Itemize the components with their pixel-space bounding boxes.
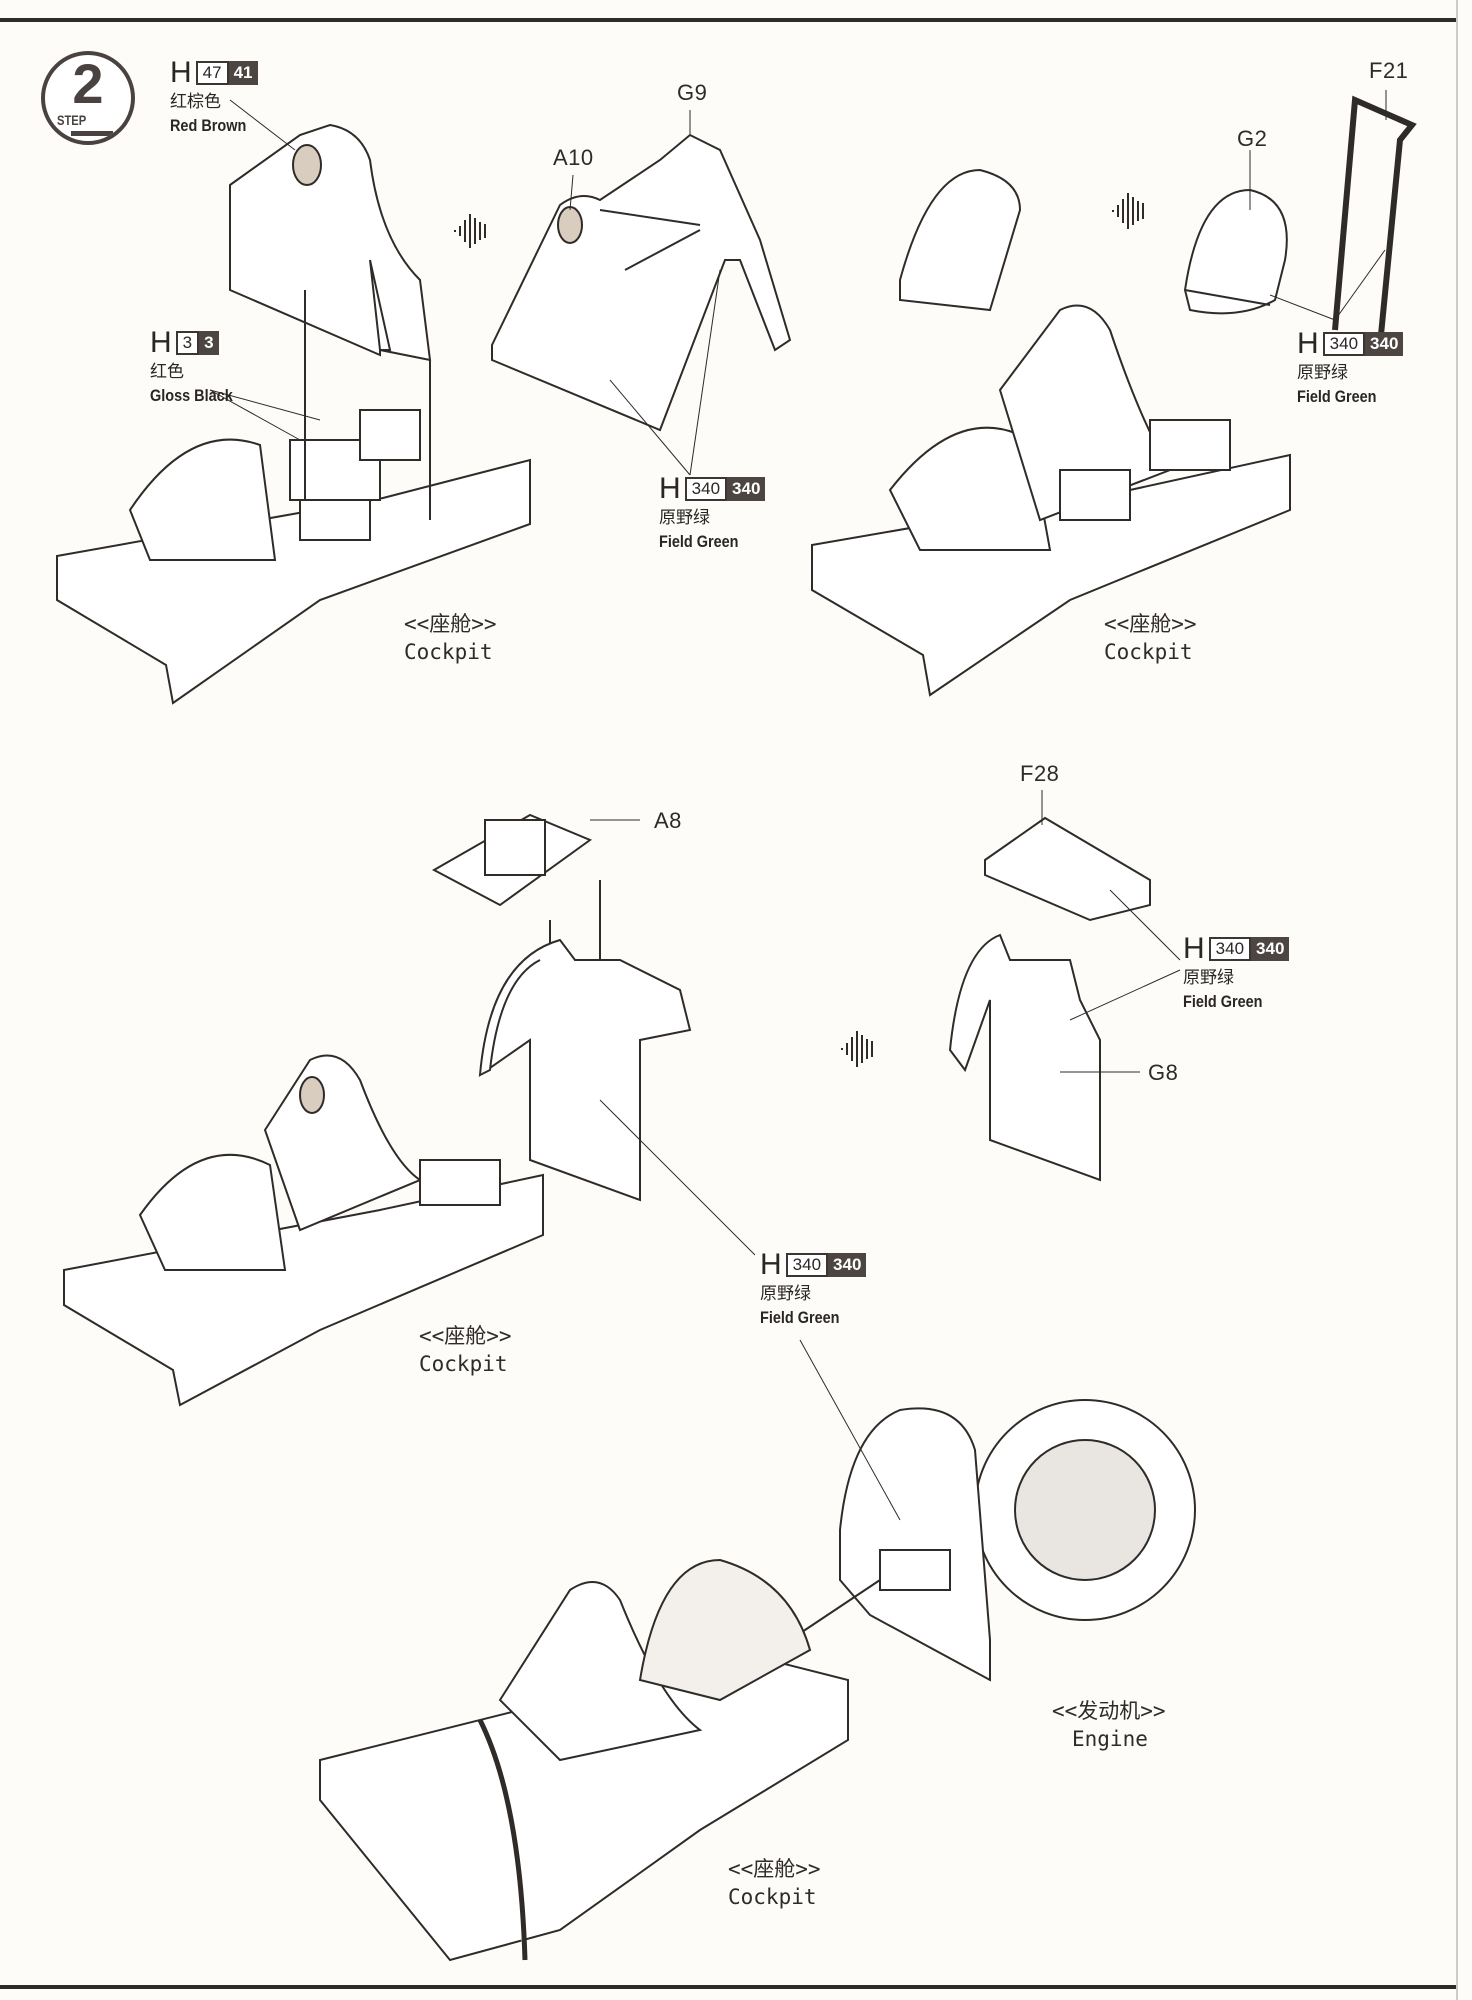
paint-code-2: 340 (727, 477, 766, 501)
paint-brand: H (760, 1248, 782, 1281)
step-number: 2 (72, 52, 104, 115)
paint-name-en: Red Brown (170, 116, 247, 135)
caption-cockpit: <<座舱>> Cockpit (419, 1322, 512, 1378)
frame-f21-drawing (1332, 95, 1417, 346)
direction-arrow-icon (841, 1031, 873, 1067)
cockpit-tub-drawing-3 (63, 1054, 544, 1407)
paint-name-cn: 红棕色 (170, 92, 221, 111)
bulkhead-drawing-2 (478, 938, 692, 1202)
caption-cn: <<座舱>> (404, 612, 497, 636)
seat-g2-drawing (1183, 188, 1288, 315)
g8-bulkhead-drawing (948, 933, 1101, 1182)
cockpit-tub-drawing-1 (56, 290, 531, 705)
engine-drawing (789, 1399, 1196, 1682)
caption-en: Cockpit (419, 1352, 508, 1376)
part-label-g8: G8 (1148, 1060, 1179, 1085)
step-badge: 2 STEP (41, 51, 135, 145)
paint-name-cn: 原野绿 (760, 1284, 811, 1303)
part-label-f28: F28 (1020, 761, 1060, 786)
part-label-f21: F21 (1369, 58, 1409, 83)
caption-engine: <<发动机>> Engine (1052, 1697, 1166, 1753)
paint-code-1: 340 (1322, 332, 1366, 356)
paint-brand: H (170, 56, 192, 89)
caption-en: Cockpit (728, 1885, 817, 1909)
paint-name-en: Field Green (1183, 992, 1263, 1011)
caption-cn: <<座舱>> (419, 1324, 512, 1348)
f28-part-drawing (984, 816, 1151, 922)
step-label: STEP (57, 112, 87, 128)
seat-drawing-installed (899, 168, 1022, 312)
paint-code-1: 3 (175, 331, 200, 355)
caption-cockpit: <<座舱>> Cockpit (1104, 610, 1197, 666)
paint-brand: H (1183, 932, 1205, 965)
leader-lines (209, 90, 1387, 1521)
direction-arrow-icon (454, 214, 486, 248)
caption-cn: <<发动机>> (1052, 1699, 1166, 1723)
paint-code-2: 340 (828, 1253, 867, 1277)
paint-code-2: 340 (1365, 332, 1404, 356)
caption-cockpit: <<座舱>> Cockpit (404, 610, 497, 666)
caption-en: Cockpit (1104, 640, 1193, 664)
paint-code-1: 340 (785, 1253, 829, 1277)
cockpit-tub-drawing-2 (811, 304, 1291, 697)
bulkhead-drawing (229, 123, 432, 362)
paint-brand: H (150, 326, 172, 359)
paint-code-2: 3 (199, 331, 219, 355)
direction-arrow-icon (1112, 193, 1144, 229)
a10-g9-bulkhead-drawing (491, 133, 792, 432)
caption-cockpit: <<座舱>> Cockpit (728, 1855, 821, 1911)
final-assembly-drawing (319, 1558, 849, 1962)
a8-part-drawing (431, 813, 601, 1060)
paint-name-cn: 红色 (150, 362, 184, 381)
caption-cn: <<座舱>> (728, 1857, 821, 1881)
caption-en: Cockpit (404, 640, 493, 664)
paint-name-cn: 原野绿 (1297, 363, 1348, 382)
step-underline (71, 131, 113, 136)
paint-code-2: 340 (1251, 937, 1290, 961)
paint-code-1: 340 (1208, 937, 1252, 961)
paint-brand: H (659, 472, 681, 505)
part-label-g9: G9 (677, 80, 708, 105)
caption-cn: <<座舱>> (1104, 612, 1197, 636)
part-label-a10: A10 (553, 145, 594, 170)
paint-code-1: 340 (684, 477, 728, 501)
paint-name-en: Field Green (1297, 387, 1377, 406)
paint-name-en: Field Green (659, 532, 739, 551)
paint-name-en: Field Green (760, 1308, 840, 1327)
paint-code-2: 41 (228, 61, 258, 85)
paint-name-cn: 原野绿 (1183, 968, 1234, 987)
paint-name-cn: 原野绿 (659, 508, 710, 527)
paint-code-1: 47 (195, 61, 229, 85)
paint-brand: H (1297, 327, 1319, 360)
part-label-g2: G2 (1237, 126, 1268, 151)
part-label-a8: A8 (654, 808, 682, 833)
paint-name-en: Gloss Black (150, 386, 233, 405)
caption-en: Engine (1072, 1727, 1148, 1751)
